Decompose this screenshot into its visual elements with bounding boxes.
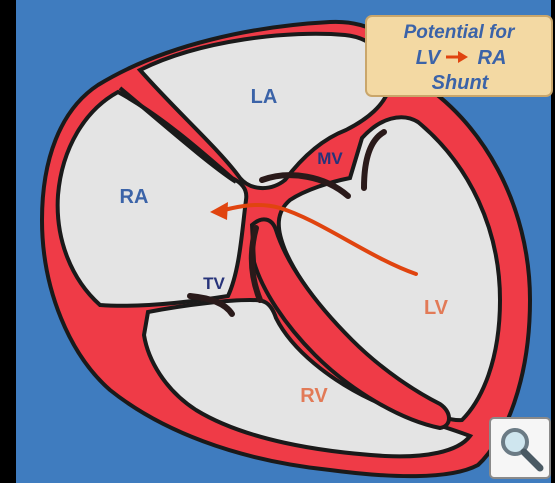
callout-line3: Shunt: [432, 72, 490, 94]
label-mv: MV: [317, 149, 343, 168]
callout-box: Potential for LV RA Shunt: [366, 16, 552, 96]
callout-line2-right: RA: [478, 47, 507, 69]
callout-line1: Potential for: [404, 22, 516, 43]
callout-line2-left: LV: [416, 47, 442, 69]
label-tv: TV: [203, 274, 225, 293]
zoom-button[interactable]: [490, 418, 550, 478]
label-ra: RA: [120, 186, 149, 208]
label-lv: LV: [424, 297, 449, 319]
label-rv: RV: [300, 385, 328, 407]
label-la: LA: [251, 86, 278, 108]
